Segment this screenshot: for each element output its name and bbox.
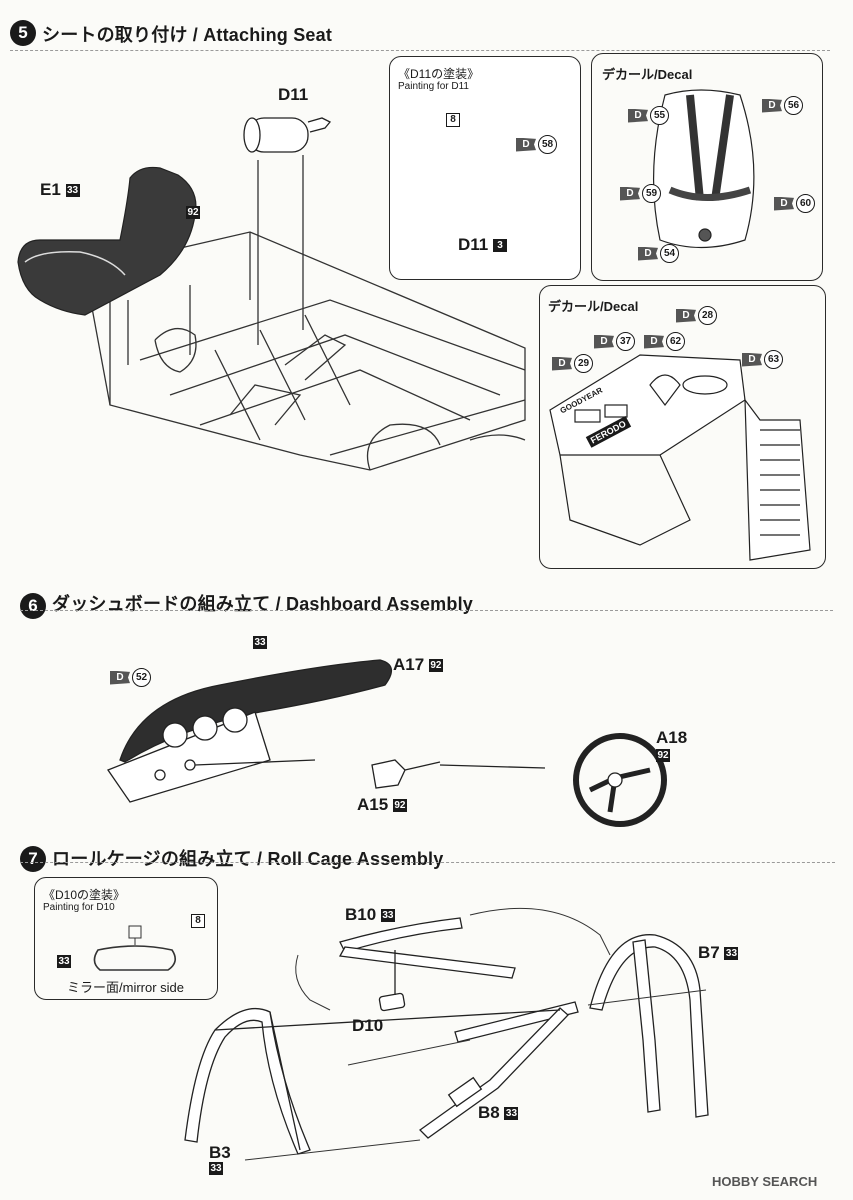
part-b8-label: B8 33	[478, 1103, 519, 1123]
decal-60: D 60	[774, 194, 815, 213]
decal-flag-icon: D	[516, 137, 536, 152]
step-7-title: ロールケージの組み立て / Roll Cage Assembly	[52, 849, 444, 869]
dash-cover-color-code: 33	[253, 636, 267, 649]
b7-color-code: 33	[724, 947, 739, 961]
e1-color-code: 33	[65, 184, 80, 198]
decal-28-number: 28	[698, 306, 717, 325]
step-7-divider	[20, 862, 835, 863]
d11-painting-panel: 《D11の塗装》 Painting for D11 8 D 58 D11 3	[389, 56, 581, 280]
hobby-search-watermark: HOBBY SEARCH	[712, 1174, 818, 1189]
decal-flag-icon: D	[594, 334, 614, 349]
b10-color-code: 33	[380, 909, 395, 923]
decal-flag-icon: D	[628, 108, 648, 123]
decal-28: D 28	[676, 306, 717, 325]
part-a18-label: A18	[656, 728, 688, 747]
decal-panel-harness: デカール/Decal D 55 D 56 D 59 D 60 D 54	[591, 53, 823, 281]
part-d11-label: D11	[278, 85, 309, 104]
decal-flag-icon: D	[110, 670, 130, 685]
a15-color-code: 92	[392, 799, 407, 813]
step-5-divider	[10, 50, 830, 51]
d10-mirror-color-code: 33	[57, 955, 71, 968]
step-number-6: 6	[20, 593, 46, 619]
decal-flag-icon: D	[552, 356, 572, 371]
decal-29: D 29	[552, 354, 593, 373]
part-e1-name: E1	[40, 180, 61, 199]
decal-60-number: 60	[796, 194, 815, 213]
decal-59: D 59	[620, 184, 661, 203]
decal-37: D 37	[594, 332, 635, 351]
d10-panel-subtitle: Painting for D10	[43, 902, 115, 913]
decal-63-number: 63	[764, 350, 783, 369]
decal-panel-2-title: デカール/Decal	[548, 299, 639, 314]
decal-flag-icon: D	[762, 98, 782, 113]
b3-color-code: 33	[209, 1162, 223, 1175]
part-a17-name: A17	[393, 655, 425, 674]
decal-63: D 63	[742, 350, 783, 369]
goodyear-sticker: GOODYEAR	[558, 385, 605, 416]
decal-flag-icon: D	[742, 352, 762, 367]
a18-color-code: 92	[656, 749, 670, 762]
d11-name: D11	[458, 235, 489, 254]
decal-54-number: 54	[660, 244, 679, 263]
a17-color-code: 92	[428, 659, 443, 673]
part-b8-name: B8	[478, 1103, 500, 1122]
decal-flag-icon: D	[774, 196, 794, 211]
decal-62: D 62	[644, 332, 685, 351]
b8-color-code: 33	[504, 1107, 519, 1121]
ferodo-sticker: FERODO	[585, 416, 631, 448]
d10-stem-color-code: 8	[191, 914, 205, 928]
step-5-title: シートの取り付け / Attaching Seat	[42, 25, 333, 45]
part-b7-label: B7 33	[698, 943, 739, 963]
part-b3-label: B3	[209, 1143, 231, 1162]
mirror-side-label: ミラー面/mirror side	[67, 980, 185, 995]
decal-59-number: 59	[642, 184, 661, 203]
decal-flag-icon: D	[676, 308, 696, 323]
step-6-divider	[20, 610, 833, 611]
decal-58: D 58	[516, 135, 557, 154]
seat-color-code: 92	[186, 206, 200, 219]
decal-58-number: 58	[538, 135, 557, 154]
nozzle-color-code: 8	[446, 113, 460, 127]
d11-painted-label: D11 3	[458, 235, 507, 255]
decal-37-number: 37	[616, 332, 635, 351]
decal-56-number: 56	[784, 96, 803, 115]
d10-painting-panel: 《D10の塗装》 Painting for D10 8 33 ミラー面/mirr…	[34, 877, 218, 1000]
part-a17-label: A17 92	[393, 655, 443, 675]
decal-55: D 55	[628, 106, 669, 125]
decal-panel-dash: デカール/Decal D 29 D 37 D 62 D 28 D 63 GOOD…	[539, 285, 826, 569]
part-d10-label: D10	[352, 1016, 384, 1035]
step-6-title: ダッシュボードの組み立て / Dashboard Assembly	[52, 594, 473, 614]
part-b7-name: B7	[698, 943, 720, 962]
decal-54: D 54	[638, 244, 679, 263]
decal-29-number: 29	[574, 354, 593, 373]
decal-62-number: 62	[666, 332, 685, 351]
step-number-5: 5	[10, 20, 36, 46]
d10-panel-title: 《D10の塗装》	[43, 888, 126, 902]
decal-flag-icon: D	[620, 186, 640, 201]
step-number-7: 7	[20, 846, 46, 872]
decal-56: D 56	[762, 96, 803, 115]
d11-panel-title: 《D11の塗装》	[398, 67, 480, 81]
decal-panel-1-title: デカール/Decal	[602, 67, 693, 82]
part-b10-label: B10 33	[345, 905, 395, 925]
d11-color-code: 3	[492, 239, 507, 253]
decal-52: D 52	[110, 668, 151, 687]
part-e1-label: E1 33	[40, 180, 80, 200]
d11-panel-subtitle: Painting for D11	[398, 81, 469, 92]
decal-flag-icon: D	[638, 246, 658, 261]
decal-52-number: 52	[132, 668, 151, 687]
decal-55-number: 55	[650, 106, 669, 125]
part-a15-label: A15 92	[357, 795, 407, 815]
decal-flag-icon: D	[644, 334, 664, 349]
part-a15-name: A15	[357, 795, 389, 814]
part-b10-name: B10	[345, 905, 377, 924]
